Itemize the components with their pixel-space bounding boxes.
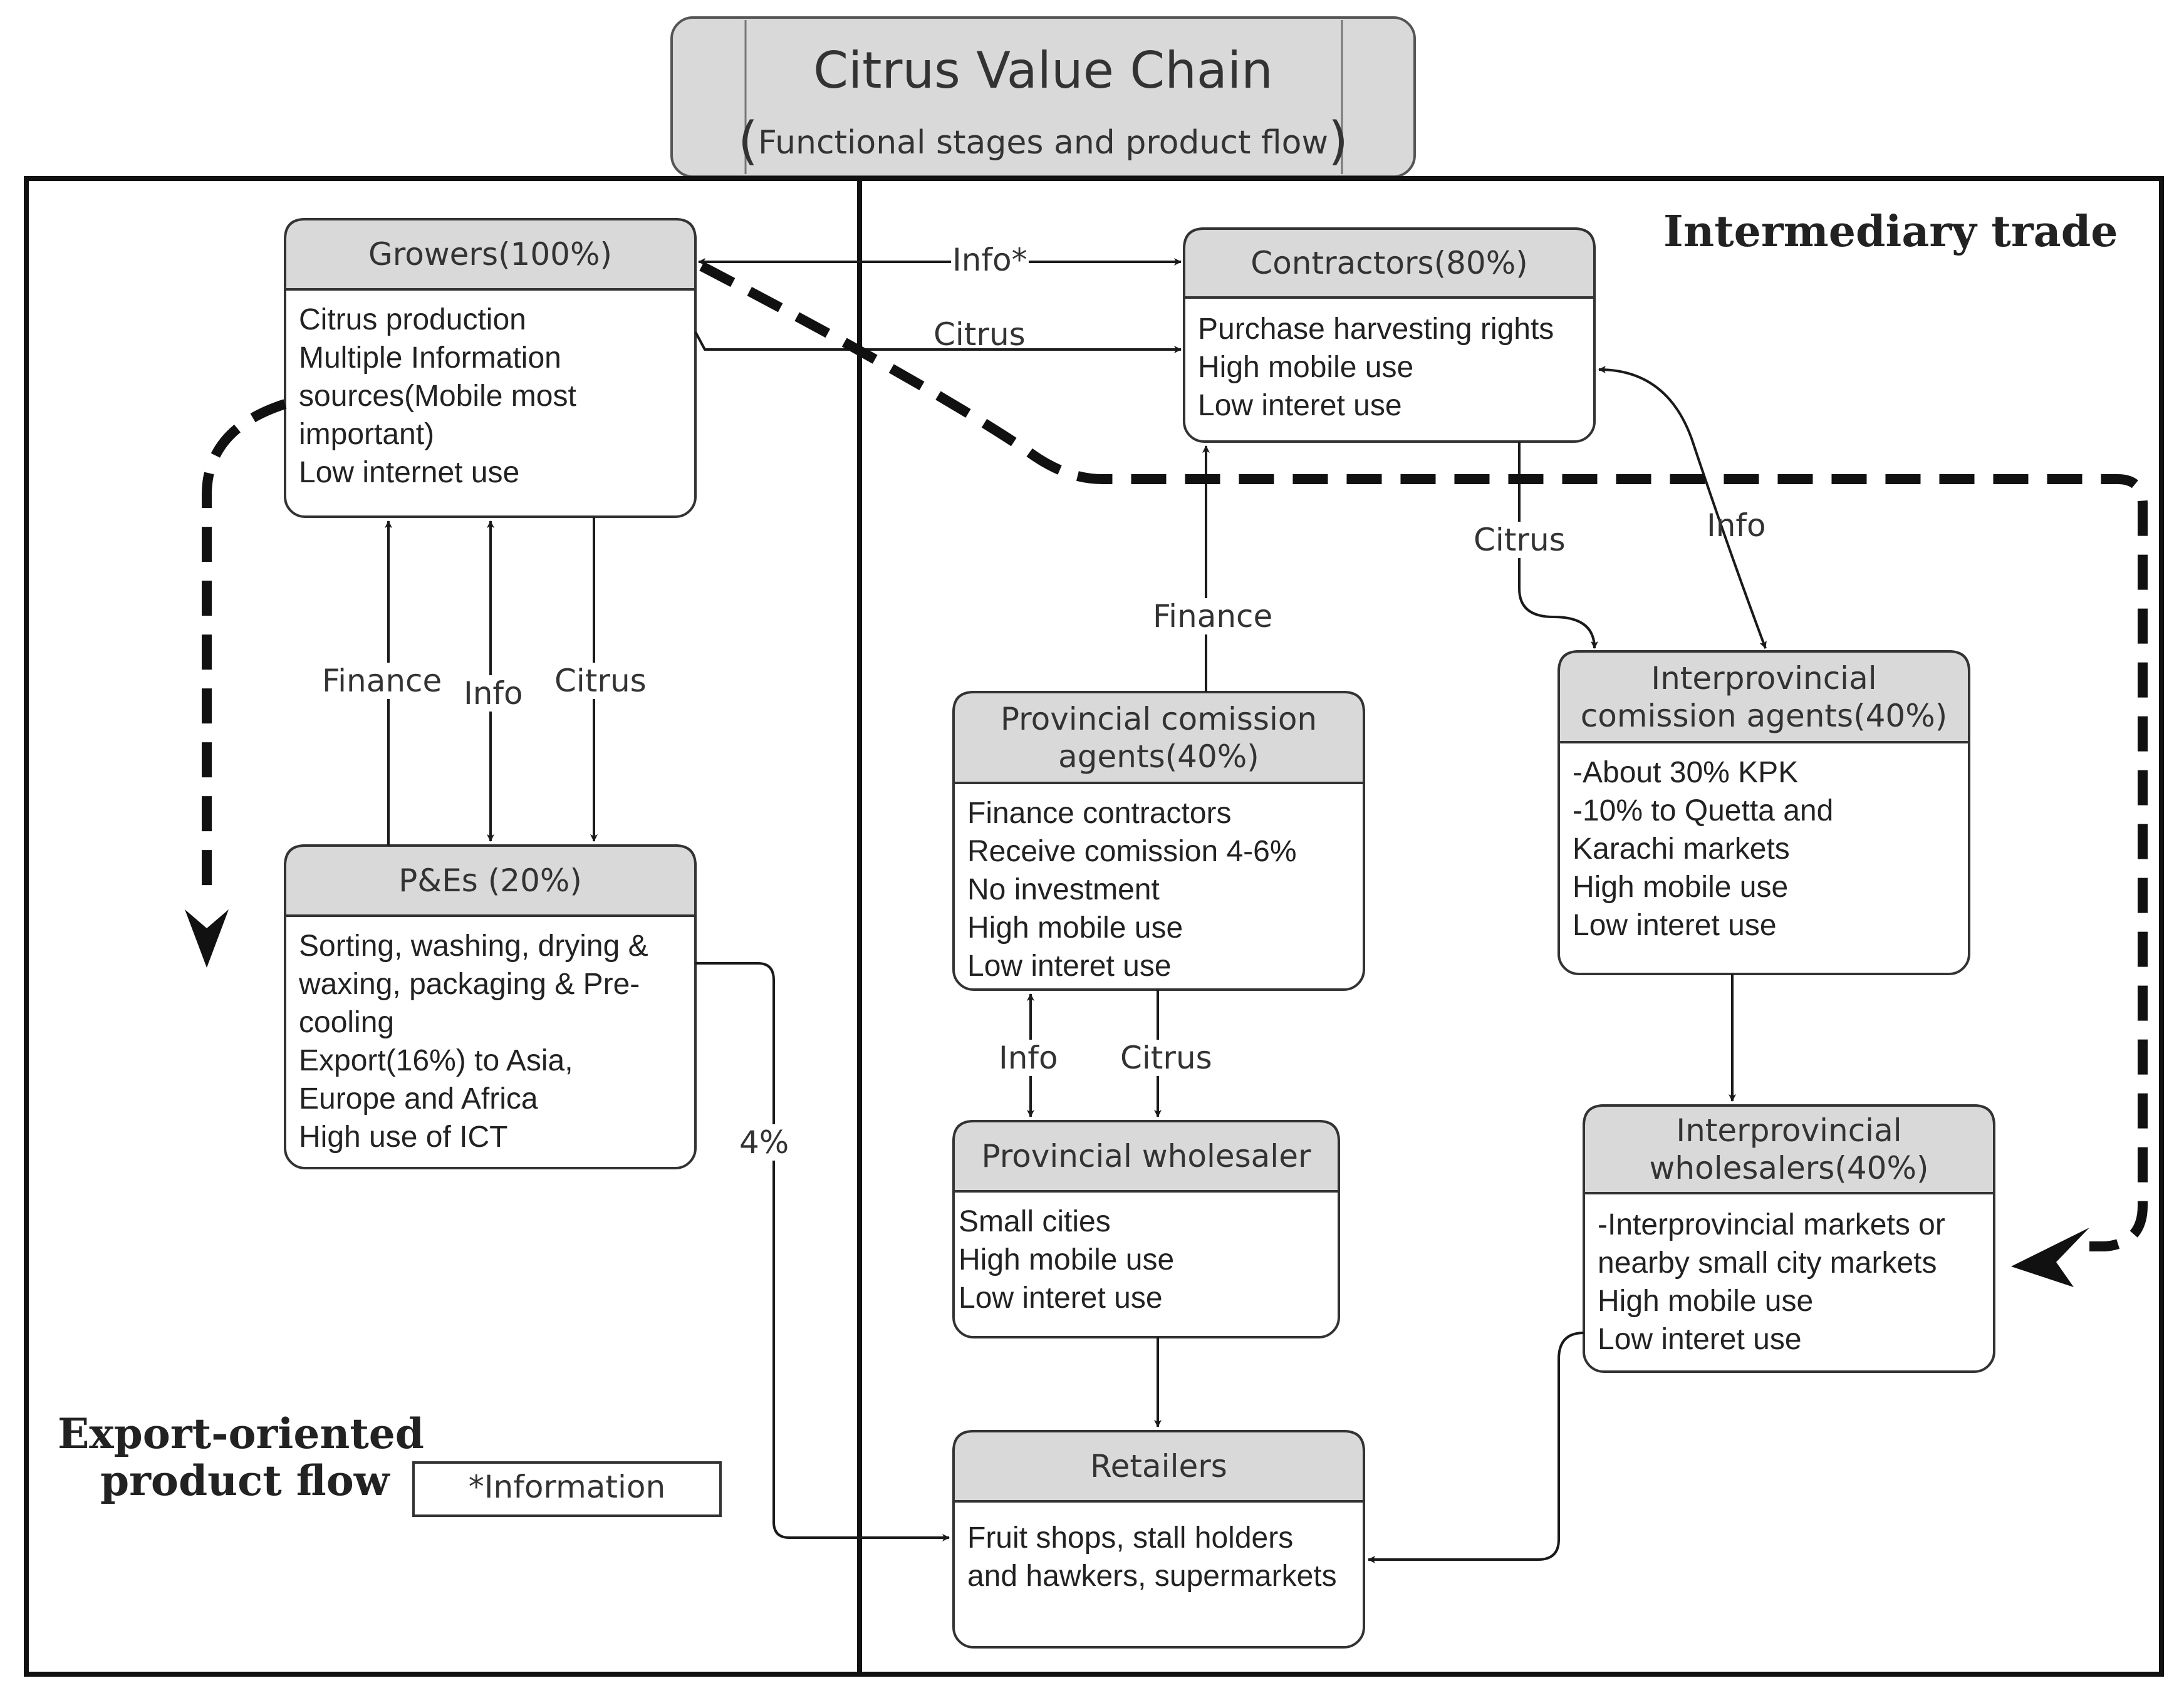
growers-line: Low internet use [299, 456, 520, 489]
growers-line: important) [299, 418, 435, 451]
edge-label-contractors-interagents-citrus: Citrus [1472, 522, 1567, 558]
interprovincial-agents-line: High mobile use [1573, 871, 1789, 904]
contractors-line: High mobile use [1198, 351, 1414, 384]
export-flow-dashed-left [202, 399, 287, 896]
node-retailers: Retailers Fruit shops, stall holders and… [954, 1431, 1364, 1647]
pes-header: P&Es (20%) [398, 862, 582, 899]
interprovincial-agents-header: Interprovincial comission agents(40%) [1559, 651, 1969, 742]
node-provincial-agents: Provincial comission agents(40%) Finance… [954, 692, 1364, 990]
node-growers: Growers(100%) Citrus production Multiple… [285, 219, 695, 517]
edge-pes-retailers [695, 962, 950, 1541]
interprovincial-wholesalers-line: -Interprovincial markets or [1598, 1208, 1945, 1241]
retailers-details: Fruit shops, stall holders and hawkers, … [967, 1519, 1358, 1595]
interprovincial-agents-line: -10% to Quetta and [1573, 794, 1834, 827]
node-provincial-wholesaler: Provincial wholesaler Small cities High … [954, 1121, 1339, 1337]
provincial-agents-header-line1: Provincial comission [1000, 700, 1318, 737]
contractors-header: Contractors(80%) [1251, 245, 1528, 281]
interprovincial-wholesalers-line: nearby small city markets [1598, 1246, 1937, 1280]
interprovincial-agents-header-line2: comission agents(40%) [1580, 697, 1948, 734]
node-interprovincial-agents: Interprovincial comission agents(40%) -A… [1559, 651, 1969, 974]
edge-interwholesalers-retailers [1368, 1332, 1584, 1563]
legend-note: *Information [468, 1469, 666, 1505]
provincial-wholesaler-details: Small cities High mobile use Low interet… [959, 1203, 1333, 1317]
provincial-agents-line: High mobile use [967, 911, 1183, 945]
interprovincial-wholesalers-header-line2: wholesalers(40%) [1649, 1150, 1929, 1186]
edge-interagents-contractors-info [1598, 366, 1767, 649]
node-contractors: Contractors(80%) Purchase harvesting rig… [1184, 229, 1594, 442]
interprovincial-agents-line: Low interet use [1573, 909, 1777, 942]
export-flow-arrowhead-right [2011, 1228, 2089, 1287]
provincial-wholesaler-line: Low interet use [959, 1281, 1163, 1315]
growers-line: sources(Mobile most [299, 380, 576, 413]
export-oriented-heading-line2: product flow [100, 1456, 390, 1505]
edge-label-pes-growers-finance: Finance [321, 663, 444, 699]
pes-line: cooling [299, 1006, 395, 1039]
edge-label-contractors-interagents-info: Info [1707, 507, 1766, 544]
edge-label-agents-wholesaler-citrus: Citrus [1119, 1040, 1214, 1076]
interprovincial-wholesalers-line: High mobile use [1598, 1285, 1814, 1318]
interprovincial-wholesalers-header-line1: Interprovincial [1676, 1112, 1902, 1149]
provincial-wholesaler-line: Small cities [959, 1205, 1111, 1238]
legend-box [412, 1461, 722, 1517]
provincial-agents-line: Receive comission 4-6% [967, 835, 1297, 868]
growers-line: Multiple Information [299, 341, 561, 375]
retailers-line: Fruit shops, stall holders [967, 1521, 1294, 1555]
intermediary-trade-heading: Intermediary trade [1663, 207, 2118, 257]
pes-line: Export(16%) to Asia, [299, 1044, 573, 1077]
interprovincial-agents-details: -About 30% KPK -10% to Quetta and Karach… [1573, 753, 1963, 945]
interprovincial-wholesalers-header: Interprovincial wholesalers(40%) [1584, 1105, 1994, 1193]
growers-header: Growers(100%) [368, 236, 612, 272]
export-flow-dashed-right [699, 261, 2148, 1251]
retailers-header: Retailers [1090, 1448, 1227, 1484]
pes-line: Sorting, washing, drying & [299, 929, 648, 963]
diagram-subtitle: (Functional stages and product flow) [738, 111, 1348, 171]
interprovincial-agents-line: -About 30% KPK [1573, 756, 1799, 789]
provincial-wholesaler-header: Provincial wholesaler [981, 1138, 1311, 1174]
provincial-agents-header: Provincial comission agents(40%) [954, 692, 1364, 783]
edge-growers-contractors-citrus [694, 331, 1182, 353]
interprovincial-wholesalers-details: -Interprovincial markets or nearby small… [1598, 1206, 1988, 1359]
contractors-line: Low interet use [1198, 389, 1402, 422]
edge-label-agents-wholesaler-info: Info [997, 1040, 1059, 1076]
interprovincial-agents-header-line1: Interprovincial [1651, 660, 1877, 696]
pes-line: Europe and Africa [299, 1082, 538, 1116]
edge-label-growers-pes-citrus: Citrus [553, 663, 648, 699]
provincial-agents-line: No investment [967, 873, 1160, 906]
growers-details: Citrus production Multiple Information s… [299, 301, 689, 492]
title-panel: Citrus Value Chain (Functional stages an… [672, 18, 1415, 177]
pes-details: Sorting, washing, drying & waxing, packa… [299, 927, 689, 1156]
interprovincial-agents-line: Karachi markets [1573, 832, 1790, 866]
edge-label-growers-contractors-citrus: Citrus [933, 316, 1026, 353]
provincial-agents-header-line2: agents(40%) [1058, 738, 1259, 775]
intermediary-region-frame [857, 176, 2164, 1677]
pes-line: waxing, packaging & Pre- [299, 968, 640, 1001]
edge-label-growers-contractors-info: Info* [951, 242, 1029, 278]
provincial-agents-line: Low interet use [967, 950, 1172, 983]
provincial-agents-details: Finance contractors Receive comission 4-… [967, 794, 1358, 985]
node-pes: P&Es (20%) Sorting, washing, drying & wa… [285, 846, 695, 1168]
provincial-agents-line: Finance contractors [967, 797, 1232, 830]
growers-line: Citrus production [299, 303, 526, 336]
provincial-wholesaler-line: High mobile use [959, 1243, 1175, 1276]
diagram-title: Citrus Value Chain [813, 41, 1273, 100]
retailers-line: and hawkers, supermarkets [967, 1560, 1337, 1593]
export-flow-arrowhead-left [185, 909, 229, 968]
export-oriented-heading-line1: Export-oriented [58, 1409, 424, 1458]
contractors-details: Purchase harvesting rights High mobile u… [1198, 310, 1588, 425]
node-interprovincial-wholesalers: Interprovincial wholesalers(40%) -Interp… [1584, 1105, 1994, 1372]
contractors-line: Purchase harvesting rights [1198, 313, 1554, 346]
edge-label-growers-pes-info: Info [462, 675, 524, 712]
edge-contractors-interagents-citrus [1518, 442, 1598, 649]
edge-label-pes-retailers-share: 4% [738, 1124, 791, 1161]
interprovincial-wholesalers-line: Low interet use [1598, 1323, 1802, 1356]
pes-line: High use of ICT [299, 1121, 508, 1154]
edge-label-agents-contractors-finance: Finance [1152, 598, 1274, 634]
